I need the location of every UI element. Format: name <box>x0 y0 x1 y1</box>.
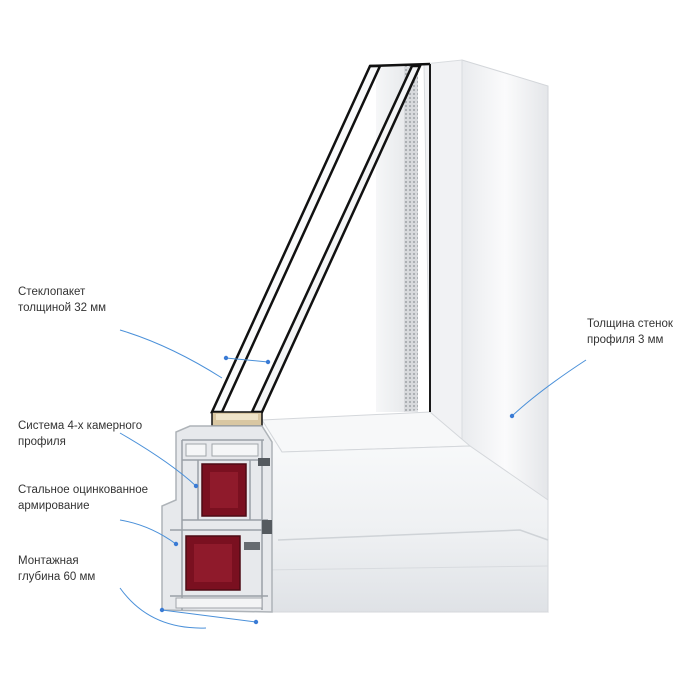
callout-glass-dim <box>225 357 269 363</box>
callout-dot <box>193 483 199 489</box>
glass-spacer-cap <box>216 414 258 420</box>
callout-chamber-line <box>119 432 197 487</box>
label-wall-thickness-line1: Толщина стенок <box>587 318 673 330</box>
callout-dots <box>159 355 515 625</box>
frame-bevel-line <box>277 529 549 541</box>
callout-dot <box>265 359 271 365</box>
label-glass-unit-line2: толщиной 32 мм <box>18 302 107 314</box>
label-steel-reinforcement-line1: Стальное оцинкованное <box>18 484 149 496</box>
label-chamber-system-line2: профиля <box>18 436 66 448</box>
label-steel-reinforcement-line2: армирование <box>18 500 90 512</box>
callout-dot <box>223 355 229 361</box>
spacer-bar <box>404 64 418 412</box>
callout-lines <box>119 329 587 629</box>
steel-reinforcement-upper-inner <box>210 472 238 508</box>
glass-pane-outer-edge <box>210 64 382 414</box>
label-mounting-depth-line2: глубина 60 мм <box>18 571 96 583</box>
callout-dot <box>159 607 165 613</box>
callout-depth-line <box>119 587 207 629</box>
callout-dot <box>173 541 179 547</box>
label-mounting-depth-line1: Монтажная <box>18 555 79 567</box>
callout-glass-line <box>119 329 223 379</box>
label-glass-unit-line1: Стеклопакет <box>18 286 86 298</box>
callout-dot <box>253 619 259 625</box>
label-wall-thickness: Толщина стенок профиля 3 мм <box>587 316 673 348</box>
callout-depth-dim <box>161 609 257 623</box>
callout-steel-line <box>119 519 177 545</box>
gasket-top <box>258 458 270 466</box>
profile-chamber-small-1 <box>185 443 207 457</box>
label-glass-unit: Стеклопакет толщиной 32 мм <box>18 284 106 316</box>
gasket-mid <box>262 520 272 534</box>
steel-reinforcement-lower-inner <box>194 544 232 582</box>
frame-bottom-line <box>261 565 549 571</box>
glass-top-edge <box>369 62 431 68</box>
label-chamber-system-line1: Система 4-х камерного <box>18 420 143 432</box>
label-wall-thickness-line2: профиля 3 мм <box>587 334 664 346</box>
gasket-bottom <box>244 542 260 550</box>
profile-chamber-small-2 <box>211 443 259 457</box>
callout-wall-line <box>511 359 587 417</box>
label-mounting-depth: Монтажная глубина 60 мм <box>18 553 95 585</box>
label-steel-reinforcement: Стальное оцинкованное армирование <box>18 482 148 514</box>
profile-chamber-bottom <box>175 597 263 609</box>
callout-dot <box>509 413 515 419</box>
label-chamber-system: Система 4-х камерного профиля <box>18 418 142 450</box>
